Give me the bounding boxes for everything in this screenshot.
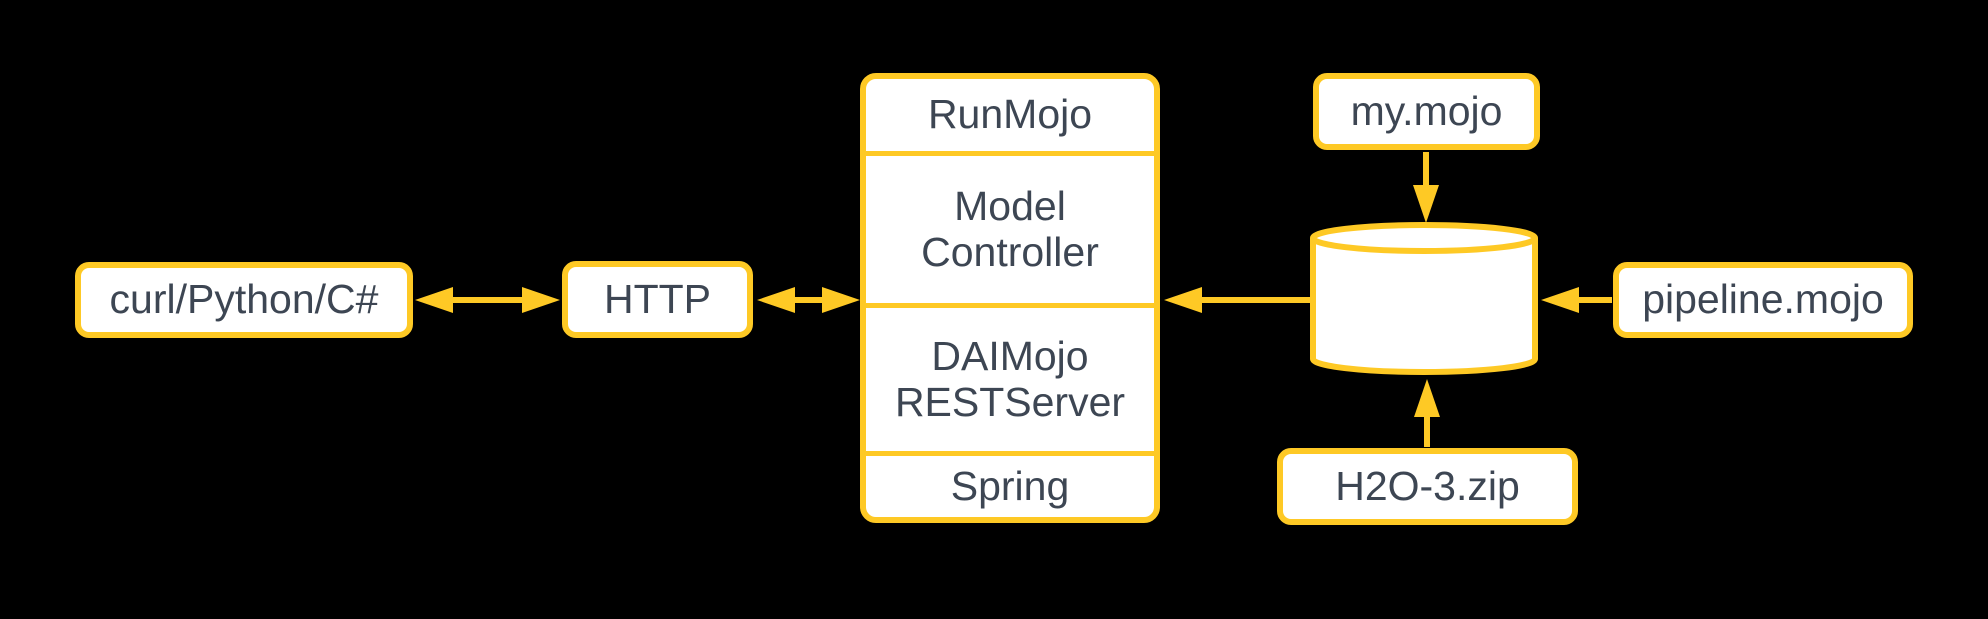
- node-http: HTTP: [562, 261, 753, 338]
- node-pipeline-mojo: pipeline.mojo: [1613, 262, 1913, 338]
- node-http-label: HTTP: [603, 275, 712, 322]
- arrow-client-http: [415, 287, 560, 313]
- arrow-pipeline-store: [1541, 287, 1612, 313]
- node-my-mojo: my.mojo: [1313, 73, 1540, 150]
- node-h2o-zip-label: H2O-3.zip: [1335, 462, 1520, 509]
- node-h2o-zip: H2O-3.zip: [1277, 448, 1578, 525]
- node-pipeline-mojo-label: pipeline.mojo: [1642, 276, 1884, 323]
- stack-section-runmojo: RunMojo: [927, 91, 1093, 138]
- stack-section-model-controller: Model Controller: [866, 151, 1154, 303]
- arrow-store-stack: [1164, 287, 1314, 313]
- arrow-http-stack: [757, 287, 860, 313]
- node-mojo-store-cylinder: [1310, 222, 1538, 378]
- stack-section-spring: Spring: [866, 451, 1154, 517]
- node-server-stack: RunMojo Model Controller DAIMojo RESTSer…: [860, 73, 1160, 523]
- database-cylinder-icon: [1310, 222, 1538, 375]
- node-my-mojo-label: my.mojo: [1350, 87, 1503, 134]
- arrow-h2ozip-store: [1414, 379, 1440, 447]
- stack-section-daimojo-restserver: DAIMojo RESTServer: [866, 303, 1154, 451]
- node-client-label: curl/Python/C#: [109, 276, 379, 323]
- arrow-mymojo-store: [1413, 152, 1439, 223]
- node-client: curl/Python/C#: [75, 262, 413, 338]
